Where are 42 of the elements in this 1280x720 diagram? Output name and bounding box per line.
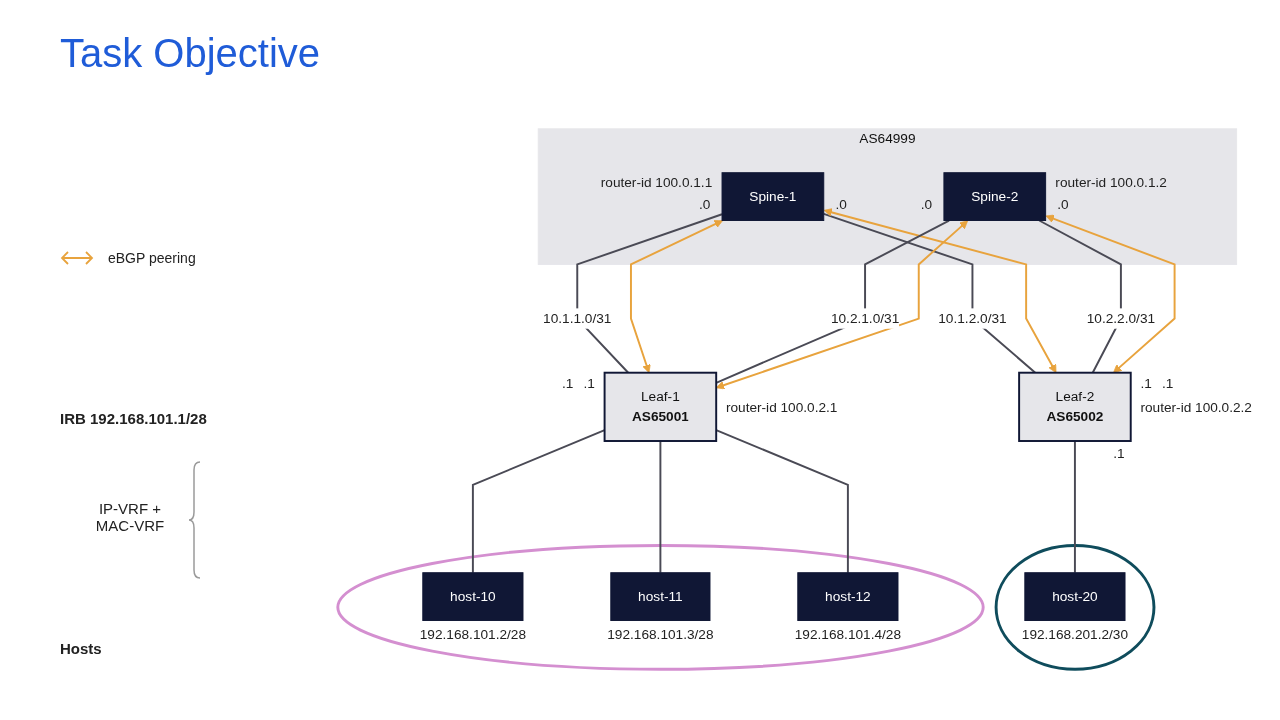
port-label: .1 xyxy=(1161,376,1174,392)
connector xyxy=(1038,219,1122,374)
ip-address-label: 192.168.201.2/30 xyxy=(1021,627,1129,642)
cluster xyxy=(336,543,985,671)
edge-label: 10.1.1.0/31 xyxy=(543,310,612,326)
node-box: host-10 xyxy=(422,572,524,621)
port-label: .0 xyxy=(920,196,933,212)
router-id-label: router-id 100.0.2.2 xyxy=(1140,399,1252,415)
edge-label: 10.2.2.0/31 xyxy=(1086,310,1156,326)
router-id-label: router-id 100.0.1.2 xyxy=(1055,175,1167,191)
port-label: .1 xyxy=(562,376,574,392)
port-label: .0 xyxy=(1057,196,1069,212)
legend-label: eBGP peering xyxy=(108,250,196,266)
node-box: host-20 xyxy=(1024,572,1126,621)
router-id-label: router-id 100.0.1.1 xyxy=(600,175,713,191)
ip-address-label: 192.168.101.4/28 xyxy=(794,627,901,642)
cluster xyxy=(994,543,1156,671)
port-label: .1 xyxy=(1113,445,1125,461)
interface-note: IRB 192.168.101.1/28 xyxy=(60,410,208,427)
router-id-label: router-id 100.0.2.1 xyxy=(725,399,838,415)
port-label: .1 xyxy=(1140,376,1152,392)
ip-address-label: 192.168.101.2/28 xyxy=(419,627,526,642)
arrow xyxy=(630,220,723,374)
ip-address-label: 192.168.101.3/28 xyxy=(607,627,714,642)
port-label: .0 xyxy=(835,196,847,212)
node-box: Spine-2 xyxy=(943,172,1047,221)
port-label: .1 xyxy=(583,376,595,392)
arrow xyxy=(1045,214,1176,374)
node-box: Leaf-2 AS65002 xyxy=(1018,371,1132,442)
bracket-label: IP-VRF + MAC-VRF xyxy=(94,500,166,534)
connector xyxy=(576,213,723,374)
connector xyxy=(659,440,662,574)
node-box: Leaf-1 AS65001 xyxy=(603,371,718,442)
edge-label: 10.2.1.0/31 xyxy=(830,310,900,326)
slide-title: Task Objective xyxy=(60,30,321,76)
node-box: Spine-1 xyxy=(721,172,825,221)
edge-label: 10.1.2.0/31 xyxy=(938,310,1007,326)
node-box: host-11 xyxy=(610,572,711,621)
connector xyxy=(1073,440,1076,574)
side-label: Hosts xyxy=(60,640,103,657)
port-label: .0 xyxy=(698,196,711,212)
node-box: host-12 xyxy=(797,572,899,621)
